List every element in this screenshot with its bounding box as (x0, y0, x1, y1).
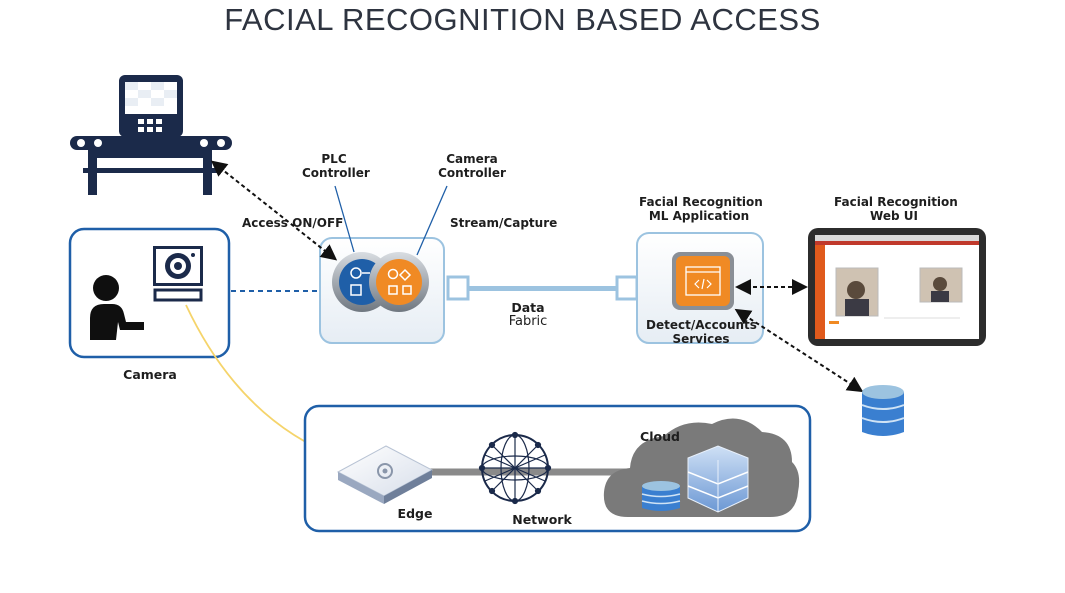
edge-label: Edge (397, 506, 433, 521)
stream-label: Stream/Capture (450, 216, 558, 230)
detect-services-label: Detect/Accounts Services (646, 318, 757, 346)
camctl-leader-line (416, 185, 448, 256)
controller-box (319, 237, 445, 344)
camera-controller-label: Camera Controller (438, 152, 506, 180)
page-title: FACIAL RECOGNITION BASED ACCESS (224, 2, 821, 37)
plc-controller-label: PLC Controller (302, 152, 370, 180)
edge-gateway-icon (336, 445, 434, 504)
server-stack-icon (687, 445, 749, 513)
cloud-icon (603, 418, 800, 517)
ml-application-icon (672, 252, 734, 310)
ml-database-arrow (734, 308, 864, 393)
plc-leader-line (334, 185, 355, 253)
camera-box (68, 227, 231, 359)
web-ui-screenshot (808, 228, 986, 346)
person-icon (90, 275, 144, 340)
cloud-database-icon (641, 481, 681, 511)
cloud-label: Cloud (640, 429, 680, 444)
camera-controller-icon (369, 252, 429, 312)
web-ui-label: Facial Recognition Web UI (834, 195, 958, 223)
camera-label: Camera (123, 367, 177, 382)
ml-application-box (636, 232, 764, 344)
network-globe-icon (478, 431, 552, 505)
camera-icon (153, 246, 203, 302)
access-arrow (210, 160, 338, 261)
ml-application-label: Facial Recognition ML Application (639, 195, 763, 223)
data-fabric-label: Data Fabric (508, 300, 548, 329)
database-icon (861, 385, 905, 436)
access-label: Access ON/OFF (242, 216, 344, 230)
machine-terminal-icon (70, 75, 232, 195)
network-label: Network (512, 512, 572, 527)
data-fabric (446, 275, 639, 301)
